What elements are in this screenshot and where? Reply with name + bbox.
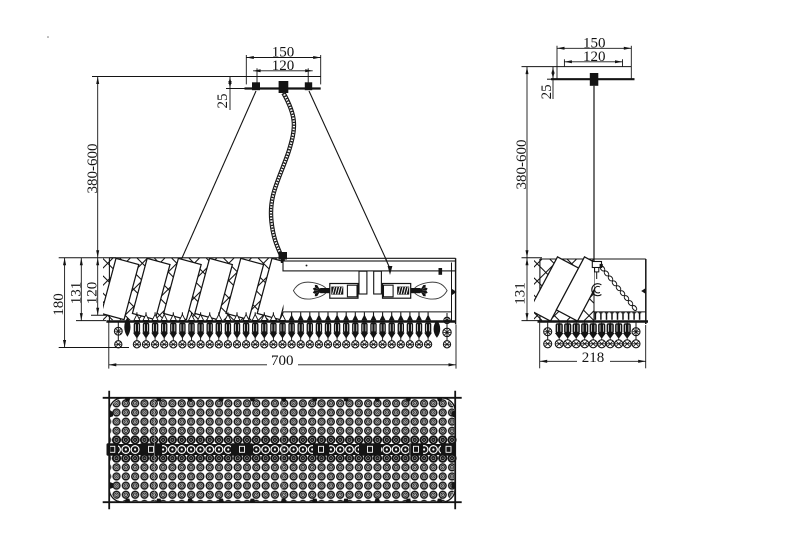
svg-text:120: 120: [272, 58, 295, 74]
svg-text:150: 150: [272, 45, 295, 61]
svg-text:180: 180: [51, 293, 67, 316]
svg-text:380-600: 380-600: [514, 140, 530, 190]
svg-text:218: 218: [582, 350, 605, 366]
svg-text:150: 150: [583, 35, 606, 51]
svg-text:25: 25: [215, 94, 231, 109]
svg-text:120: 120: [85, 282, 101, 305]
svg-text:131: 131: [513, 282, 529, 305]
svg-text:380-600: 380-600: [85, 144, 101, 194]
svg-text:25: 25: [539, 84, 555, 99]
svg-text:120: 120: [583, 49, 606, 65]
svg-text:700: 700: [271, 353, 294, 369]
svg-text:131: 131: [69, 282, 85, 305]
